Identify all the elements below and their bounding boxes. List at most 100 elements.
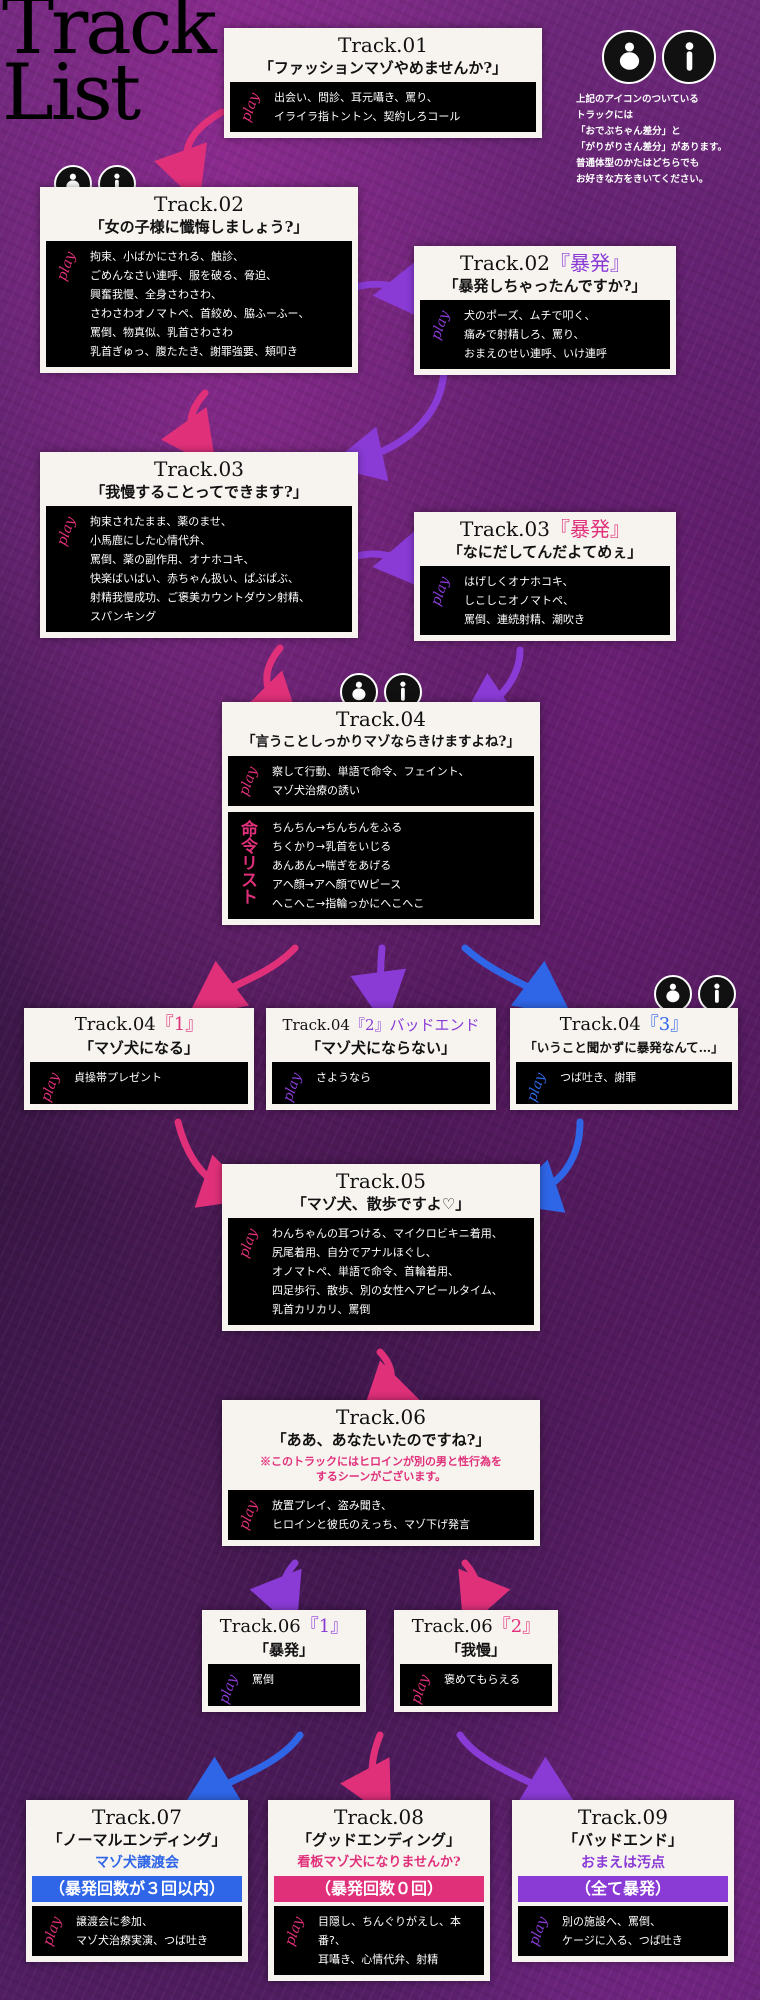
play-label: play bbox=[427, 308, 454, 343]
legend-icons bbox=[602, 30, 716, 84]
track-title: 「マゾ犬、散歩ですよ♡」 bbox=[291, 1195, 471, 1213]
play-label: play bbox=[525, 1914, 552, 1949]
track-03-outburst-card[interactable]: Track.03『暴発』 「なにだしてんだよてめぇ」 play はげしくオナホコ… bbox=[414, 512, 676, 641]
play-label: play bbox=[235, 1498, 262, 1533]
track-title: 「マゾ犬にならない」 bbox=[305, 1039, 456, 1057]
track-07-card[interactable]: Track.07 「ノーマルエンディング」 マゾ犬譲渡会 （暴発回数が３回以内）… bbox=[26, 1800, 248, 1962]
play-label: play bbox=[235, 764, 262, 799]
play-label: play bbox=[279, 1070, 306, 1105]
track-number: Track.04 bbox=[336, 707, 426, 731]
track-06-1-card[interactable]: Track.06『1』 「暴発」 play 罵倒 bbox=[202, 1610, 366, 1712]
track-title: 「暴発」 bbox=[253, 1641, 314, 1659]
play-label: play bbox=[215, 1672, 242, 1707]
play-label: play bbox=[237, 90, 264, 125]
play-label: play bbox=[407, 1672, 434, 1707]
track-title: 「ノーマルエンディング」 bbox=[47, 1831, 227, 1849]
play-list: play 罵倒 bbox=[208, 1664, 360, 1706]
track-04-card[interactable]: Track.04 「言うことしっかりマゾならきけますよね?」 play 察して行… bbox=[222, 702, 540, 925]
track-number: Track.02『暴発』 bbox=[460, 251, 630, 275]
play-list: play さようなら bbox=[272, 1062, 490, 1104]
track-title: 「グッドエンディング」 bbox=[297, 1831, 461, 1849]
play-label: play bbox=[53, 514, 80, 549]
arrow-06b-09 bbox=[456, 1731, 580, 1810]
ending-subtitle: マゾ犬譲渡会 bbox=[95, 1855, 179, 1871]
track-number: Track.06 bbox=[336, 1405, 426, 1429]
track-01-card[interactable]: Track.01 「ファッションマゾやめませんか?」 play 出会い、問診、耳… bbox=[224, 28, 542, 138]
track-number: Track.07 bbox=[92, 1805, 182, 1829]
arrow-02-03 bbox=[160, 389, 217, 469]
track-04-2-card[interactable]: Track.04『2』バッドエンド 「マゾ犬にならない」 play さようなら bbox=[266, 1008, 496, 1110]
track-06-card[interactable]: Track.06 「ああ、あなたいたのですね?」 ※このトラックにはヒロインが別… bbox=[222, 1400, 540, 1546]
content-warning: ※このトラックにはヒロインが別の男と性行為を するシーンがございます。 bbox=[260, 1455, 502, 1483]
play-list: play わんちゃんの耳つける、マイクロビキニ着用、 尻尾着用、自分でアナルほぐ… bbox=[228, 1218, 534, 1325]
track-number: Track.04『1』 bbox=[74, 1014, 204, 1035]
arrow-04-04b bbox=[350, 944, 407, 1028]
arrow-02-02b bbox=[348, 260, 430, 322]
track-05-card[interactable]: Track.05 「マゾ犬、散歩ですよ♡」 play わんちゃんの耳つける、マイ… bbox=[222, 1164, 540, 1331]
ending-subtitle: 看板マゾ犬になりませんか? bbox=[297, 1855, 461, 1870]
ending-subtitle: おまえは汚点 bbox=[581, 1855, 665, 1871]
arrow-04-04a bbox=[187, 944, 299, 1017]
legend-note: 上記のアイコンのついている トラックには 「おでぶちゃん差分」と 「がりがりさん… bbox=[576, 94, 728, 185]
track-number: Track.05 bbox=[336, 1169, 426, 1193]
play-list: play 目隠し、ちんぐりがえし、本番?、 耳囁き、心情代弁、射精 bbox=[274, 1906, 484, 1975]
track-title: 「我慢」 bbox=[445, 1641, 506, 1659]
track-04-3-variant-icons bbox=[654, 975, 736, 1013]
play-list: play 放置プレイ、盗み聞き、 ヒロインと彼氏のえっち、マゾ下げ発言 bbox=[228, 1490, 534, 1540]
track-number: Track.03『暴発』 bbox=[460, 517, 630, 541]
arrow-06a-07 bbox=[180, 1731, 304, 1810]
play-list: play 拘束されたまま、薬のませ、 小馬鹿にした心情代弁、 罵倒、薬の副作用、… bbox=[46, 506, 352, 632]
arrow-03-03b bbox=[348, 530, 431, 592]
arrow-06-06a bbox=[249, 1559, 302, 1632]
track-title: 「我慢することってできます?」 bbox=[90, 483, 308, 501]
track-title: 「ああ、あなたいたのですね?」 bbox=[271, 1431, 491, 1449]
track-09-card[interactable]: Track.09 「バッドエンド」 おまえは汚点 （全て暴発） play 別の施… bbox=[512, 1800, 734, 1962]
track-number: Track.03 bbox=[154, 457, 244, 481]
track-number: Track.09 bbox=[578, 1805, 668, 1829]
skinny-body-icon bbox=[662, 30, 716, 84]
play-label: play bbox=[39, 1914, 66, 1949]
track-02-outburst-card[interactable]: Track.02『暴発』 「暴発しちゃったんですか?」 play 犬のポーズ、ム… bbox=[414, 246, 676, 375]
track-title: 「マゾ犬になる」 bbox=[78, 1039, 199, 1057]
page-title: Track List bbox=[2, 0, 217, 138]
play-label: play bbox=[235, 1226, 262, 1261]
track-title: 「いうこと聞かずに暴発なんて…」 bbox=[524, 1040, 724, 1055]
play-label: play bbox=[281, 1914, 308, 1949]
play-label: play bbox=[427, 574, 454, 609]
play-list: play 譲渡会に参加、 マゾ犬治療実演、つば吐き bbox=[32, 1906, 242, 1956]
track-04-3-card[interactable]: Track.04『3』 「いうこと聞かずに暴発なんて…」 play つば吐き、謝… bbox=[510, 1008, 738, 1110]
play-list: play 貞操帯プレゼント bbox=[30, 1062, 248, 1104]
track-title: 「ファッションマゾやめませんか?」 bbox=[258, 59, 508, 77]
track-title: 「暴発しちゃったんですか?」 bbox=[443, 277, 647, 295]
arrow-02b-03 bbox=[327, 368, 448, 482]
ending-condition: （暴発回数が３回以内） bbox=[32, 1876, 242, 1902]
arrow-03-04 bbox=[242, 644, 302, 730]
play-label: play bbox=[523, 1070, 550, 1105]
track-02-card[interactable]: Track.02 「女の子様に懺悔しましょう?」 play 拘束、小ばかにされる… bbox=[40, 187, 358, 373]
track-title: 「なにだしてんだよてめぇ」 bbox=[447, 543, 643, 561]
track-title: 「バッドエンド」 bbox=[562, 1831, 683, 1849]
ending-condition: （暴発回数０回） bbox=[274, 1876, 484, 1902]
arrow-04-04c bbox=[461, 944, 573, 1017]
chubby-body-icon bbox=[602, 30, 656, 84]
track-number: Track.08 bbox=[334, 1805, 424, 1829]
track-03-card[interactable]: Track.03 「我慢することってできます?」 play 拘束されたまま、薬の… bbox=[40, 452, 358, 638]
track-08-card[interactable]: Track.08 「グッドエンディング」 看板マゾ犬になりませんか? （暴発回数… bbox=[268, 1800, 490, 1981]
play-list: play 拘束、小ばかにされる、触診、 ごめんなさい連呼、服を破る、脅迫、 興奮… bbox=[46, 241, 352, 367]
command-list: 命令リスト ちんちん→ちんちんをふる ちくかり→乳首をいじる あんあん→喘ぎをあ… bbox=[228, 812, 534, 919]
play-list: play つば吐き、謝罪 bbox=[516, 1062, 732, 1104]
arrow-06-08 bbox=[340, 1731, 392, 1820]
play-label: play bbox=[53, 249, 80, 284]
play-label: play bbox=[37, 1070, 64, 1105]
play-list: play 出会い、問診、耳元囁き、罵り、 イライラ指トントン、契約しろコール bbox=[230, 82, 536, 132]
track-number: Track.06『1』 bbox=[219, 1616, 349, 1637]
track-title: 「女の子様に懺悔しましょう?」 bbox=[89, 218, 309, 236]
play-list: play 褒めてもらえる bbox=[400, 1664, 552, 1706]
track-number: Track.04『2』バッドエンド bbox=[282, 1016, 480, 1034]
ending-condition: （全て暴発） bbox=[518, 1876, 728, 1902]
track-04-1-card[interactable]: Track.04『1』 「マゾ犬になる」 play 貞操帯プレゼント bbox=[24, 1008, 254, 1110]
play-list: play 察して行動、単語で命令、フェイント、 マゾ犬治療の誘い bbox=[228, 756, 534, 806]
track-06-2-card[interactable]: Track.06『2』 「我慢」 play 褒めてもらえる bbox=[394, 1610, 558, 1712]
arrow-05-06 bbox=[360, 1348, 420, 1420]
track-number: Track.02 bbox=[154, 192, 244, 216]
